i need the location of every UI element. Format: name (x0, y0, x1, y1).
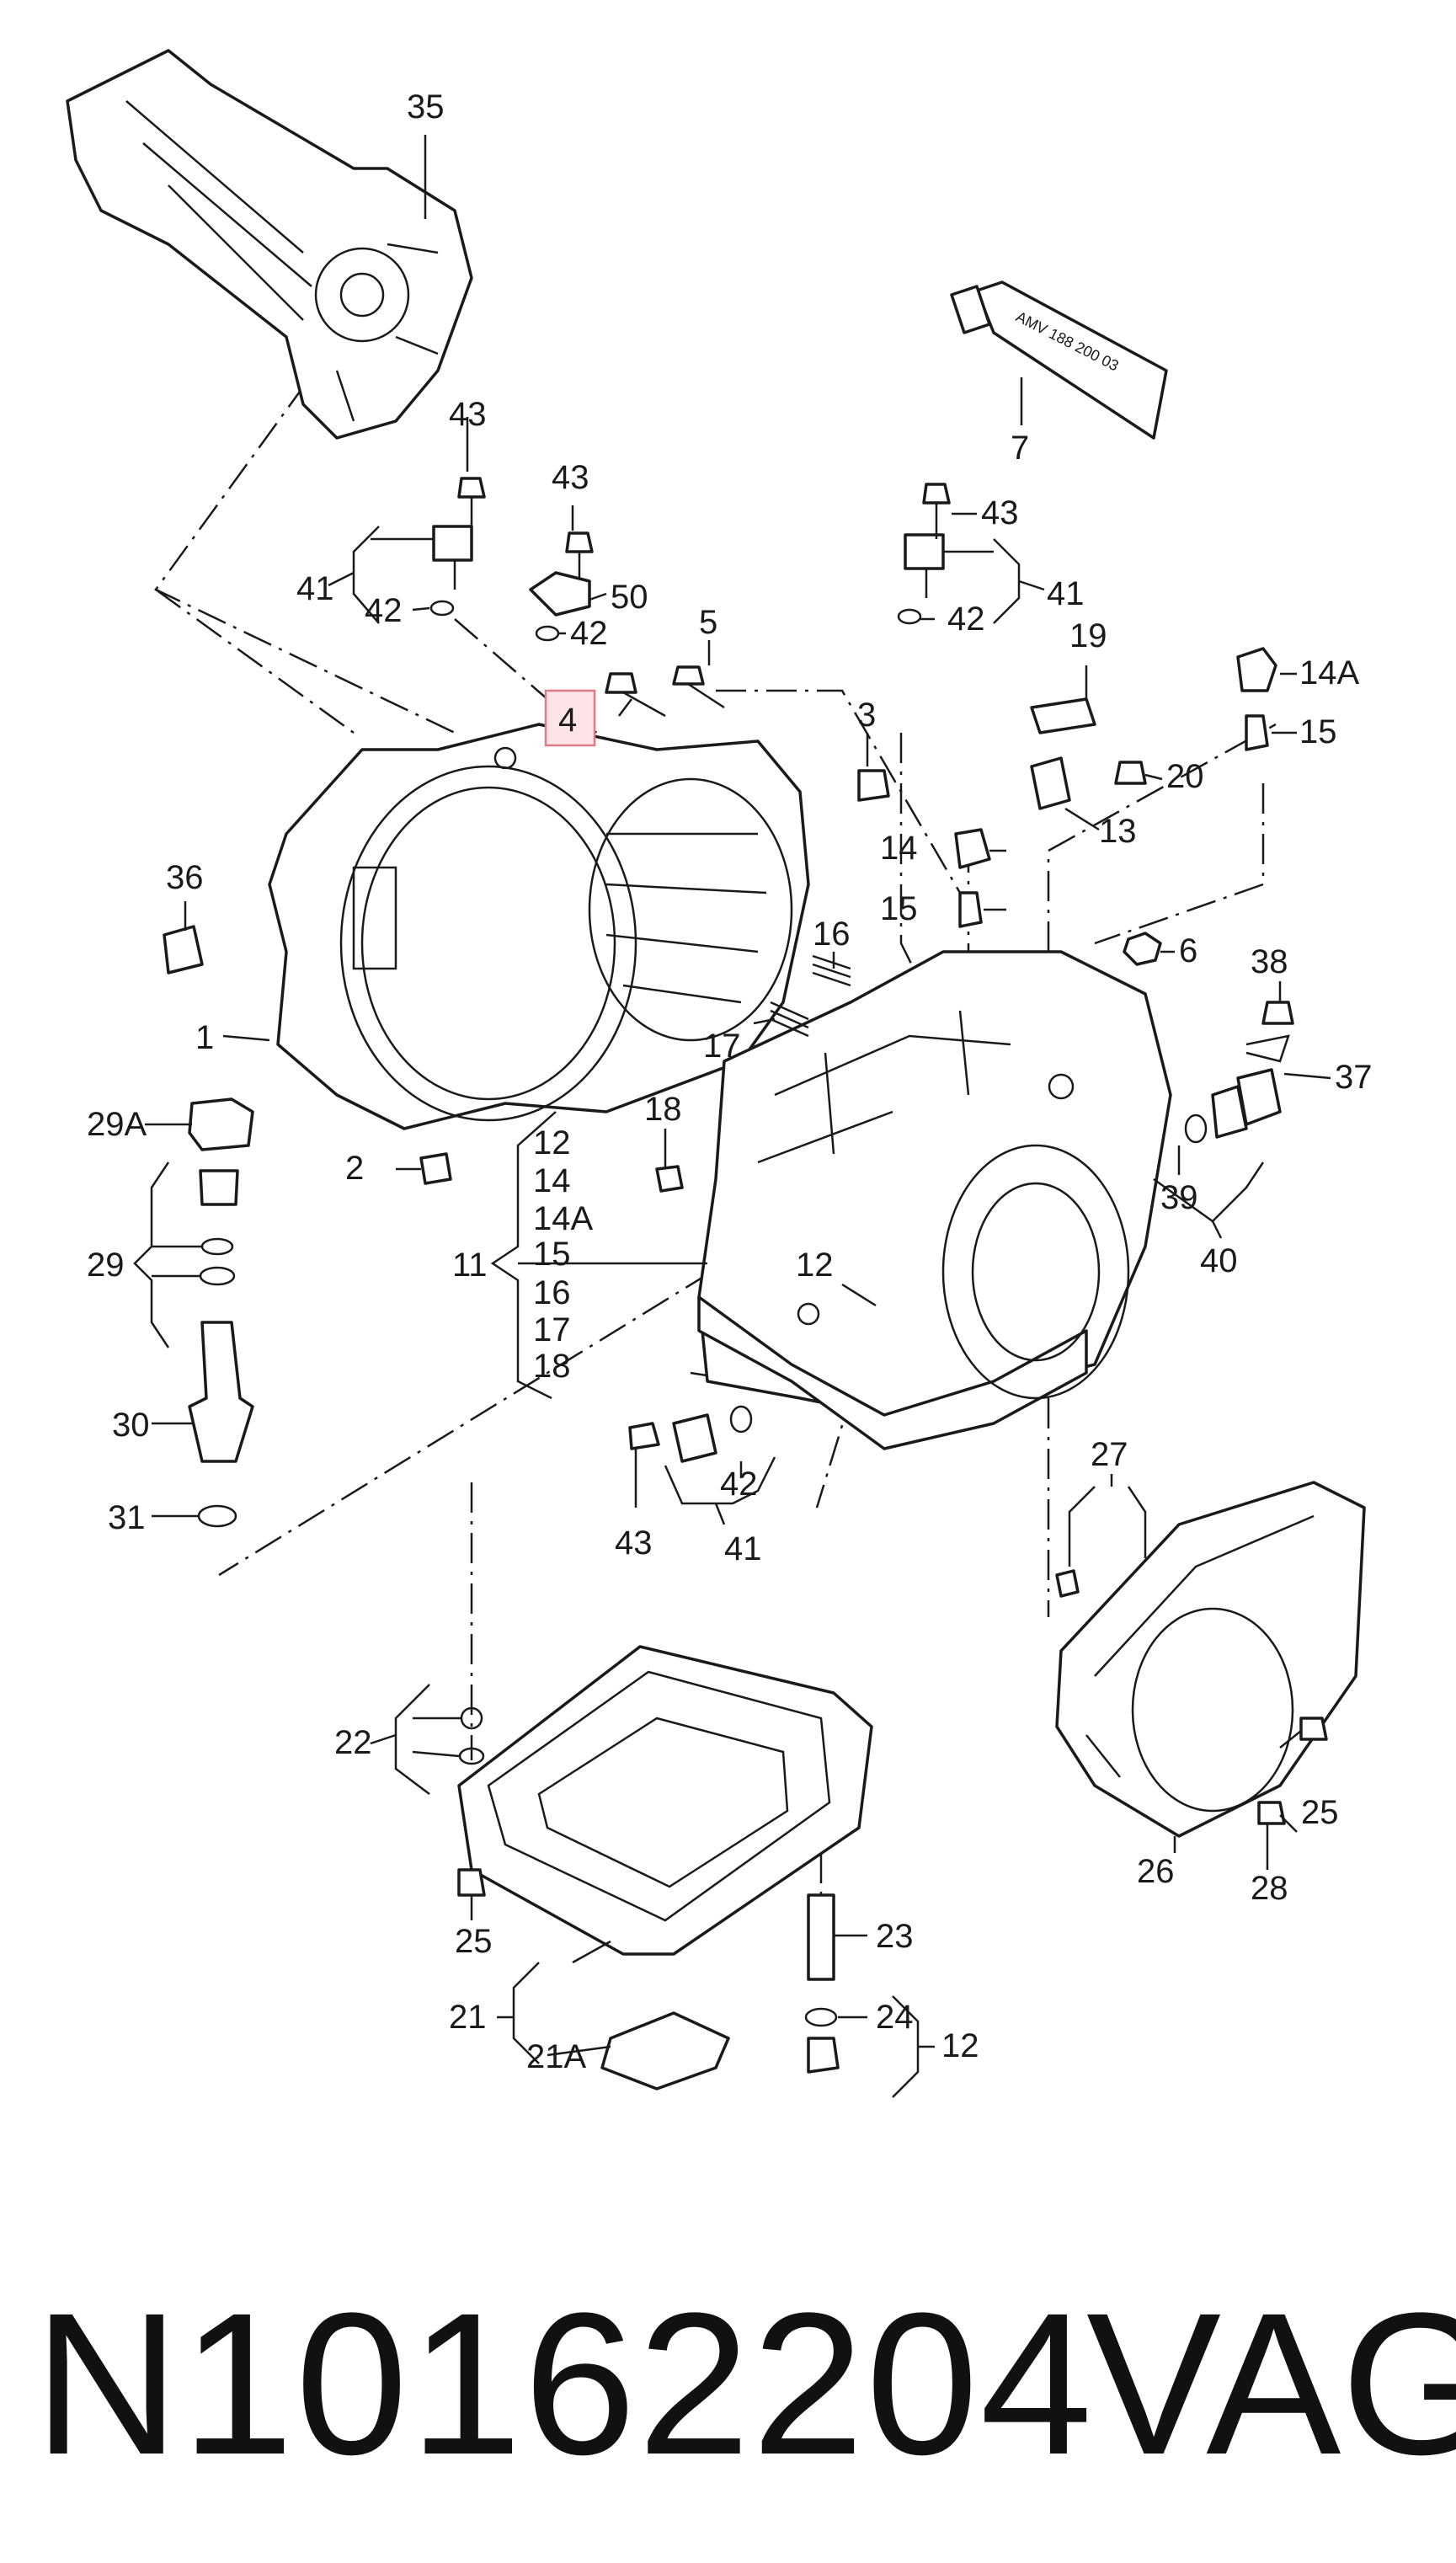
callout-labels: 35 7 43 43 43 43 41 42 50 42 5 4 41 42 1… (87, 88, 1373, 2075)
callout-43: 43 (615, 1524, 653, 1562)
callout-31: 31 (108, 1499, 146, 1536)
callout-16: 16 (533, 1274, 571, 1311)
callout-19: 19 (1069, 617, 1107, 654)
callout-14: 14 (880, 830, 918, 867)
callout-37: 37 (1335, 1059, 1373, 1096)
part-number-banner: N10162204 VAG (0, 2257, 1456, 2510)
sealant-tube: AMV 188 200 03 (950, 280, 1168, 440)
callout-25: 25 (455, 1923, 493, 1960)
callout-15: 15 (1299, 713, 1337, 750)
callout-23: 23 (876, 1918, 914, 1955)
callout-13: 13 (1099, 813, 1137, 850)
callout-25: 25 (1301, 1794, 1339, 1831)
callout-28: 28 (1251, 1870, 1288, 1907)
side-cover (1055, 1481, 1366, 1838)
callout-43: 43 (449, 396, 487, 433)
callout-22: 22 (334, 1724, 372, 1761)
brand-name: VAG (1086, 2271, 1456, 2496)
callout-43: 43 (552, 459, 589, 496)
callout-5: 5 (699, 604, 717, 641)
callout-17: 17 (703, 1028, 741, 1065)
callout-41: 41 (296, 570, 334, 607)
callout-29A: 29A (87, 1106, 147, 1143)
oil-pan (457, 1645, 873, 2090)
callout-17: 17 (533, 1311, 571, 1348)
callout-12: 12 (533, 1124, 571, 1161)
callout-39: 39 (1160, 1179, 1198, 1216)
callout-38: 38 (1251, 943, 1288, 980)
callout-20: 20 (1166, 758, 1204, 795)
callout-16: 16 (813, 916, 851, 953)
callout-4: 4 (558, 702, 577, 739)
callout-35: 35 (407, 88, 445, 125)
callout-15: 15 (880, 890, 918, 927)
callout-24: 24 (876, 1999, 914, 2036)
callout-27: 27 (1091, 1436, 1128, 1473)
callout-12: 12 (796, 1247, 834, 1284)
callout-42: 42 (570, 615, 608, 652)
callout-12: 12 (941, 2027, 979, 2064)
highlight-box-part-4 (544, 689, 596, 747)
callout-41: 41 (724, 1530, 762, 1567)
callout-30: 30 (112, 1407, 150, 1444)
callout-21A: 21A (526, 2038, 586, 2075)
callout-40: 40 (1200, 1242, 1238, 1279)
callout-14A: 14A (1299, 654, 1359, 691)
callout-14: 14 (533, 1162, 571, 1199)
callout-1: 1 (195, 1019, 214, 1056)
callout-29: 29 (87, 1247, 125, 1284)
callout-3: 3 (857, 697, 876, 734)
exploded-parts-diagram: AMV 188 200 03 (66, 49, 1373, 2098)
callout-18: 18 (533, 1348, 571, 1385)
callout-26: 26 (1137, 1853, 1175, 1890)
callout-18: 18 (644, 1091, 682, 1128)
callout-41: 41 (1047, 575, 1085, 612)
leader-lines (133, 135, 1331, 2098)
callout-7: 7 (1011, 430, 1029, 467)
callout-21: 21 (449, 1999, 487, 2036)
callout-42: 42 (365, 592, 403, 629)
callout-6: 6 (1179, 932, 1197, 969)
callout-14A: 14A (533, 1200, 593, 1237)
callout-36: 36 (166, 859, 204, 896)
callout-11: 11 (452, 1247, 488, 1284)
callout-2: 2 (345, 1150, 364, 1187)
callout-43: 43 (981, 494, 1019, 531)
transmission-housing (268, 723, 810, 1130)
callout-15: 15 (533, 1236, 571, 1273)
callout-42: 42 (720, 1466, 758, 1503)
part-number: N10162204 (34, 2271, 1095, 2496)
fasteners (163, 477, 1328, 2074)
callout-50: 50 (611, 579, 648, 616)
callout-42: 42 (947, 601, 985, 638)
gearbox-housing (697, 950, 1172, 1450)
extension-housing (66, 49, 473, 440)
